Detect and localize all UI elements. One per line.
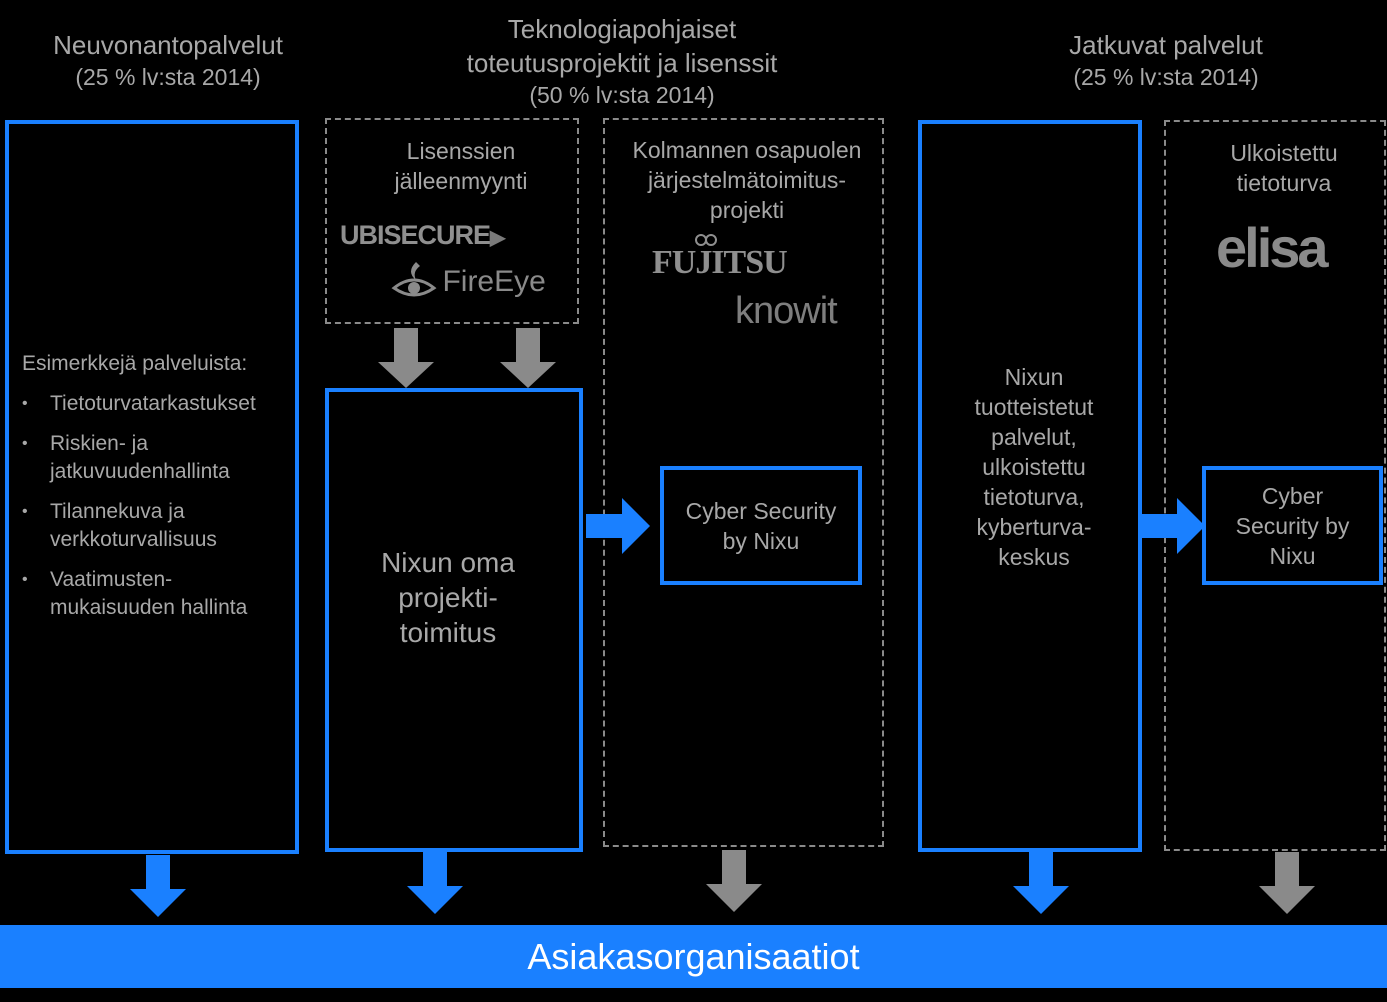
- license-resale-box: [325, 118, 579, 324]
- own-project-delivery-label: Nixun oma projekti- toimitus: [381, 547, 515, 648]
- arrow-right-icon: [1141, 498, 1205, 554]
- list-item: •Tietoturvatarkastukset: [22, 392, 256, 415]
- header-tech-title-line2: toteutusprojektit ja lisenssit: [466, 48, 778, 78]
- productized-services-label: Nixun tuotteistetut palvelut, ulkoistett…: [974, 364, 1094, 570]
- header-advisory-subtitle: (25 % lv:sta 2014): [75, 64, 261, 90]
- arrow-down-icon: [1013, 852, 1069, 914]
- ubisecure-logo: UBISECURE▶: [340, 220, 505, 250]
- cyber-security-by-nixu-box-2: [1202, 466, 1383, 585]
- fireeye-eye-icon: [391, 262, 437, 297]
- header-tech: Teknologiapohjaiset toteutusprojektit ja…: [400, 12, 844, 110]
- header-advisory: Neuvonantopalvelut (25 % lv:sta 2014): [20, 28, 316, 92]
- arrow-right-icon: [586, 498, 650, 554]
- header-tech-subtitle: (50 % lv:sta 2014): [529, 82, 715, 108]
- fujitsu-logo: FUJITSU: [652, 244, 788, 281]
- fireeye-logo: FireEye: [390, 258, 546, 306]
- own-project-delivery-box: [325, 388, 583, 852]
- arrow-down-icon: [1259, 852, 1315, 914]
- header-advisory-title: Neuvonantopalvelut: [53, 30, 283, 60]
- header-tech-title-line1: Teknologiapohjaiset: [507, 14, 737, 44]
- header-continuous-title: Jatkuvat palvelut: [1069, 30, 1263, 60]
- arrow-down-icon: [706, 850, 762, 912]
- outsourced-security-label: Ulkoistettu tietoturva: [1230, 140, 1338, 196]
- productized-services-box: [918, 120, 1142, 852]
- advisory-services-box: [5, 120, 299, 854]
- knowit-logo: knowit: [735, 290, 838, 332]
- license-resale-label: Lisenssien jälleenmyynti: [394, 138, 528, 194]
- header-continuous: Jatkuvat palvelut (25 % lv:sta 2014): [1000, 28, 1332, 92]
- outsourced-security-box: [1164, 120, 1386, 851]
- arrow-down-icon: [500, 328, 556, 388]
- arrow-down-icon: [407, 852, 463, 914]
- arrow-down-icon: [130, 855, 186, 917]
- customer-organizations-label: Asiakasorganisaatiot: [527, 936, 860, 977]
- customer-organizations-bar: Asiakasorganisaatiot: [0, 925, 1387, 988]
- list-item: •Vaatimusten-mukaisuuden hallinta: [22, 568, 248, 619]
- cyber-security-by-nixu-box-1: [660, 466, 862, 585]
- third-party-delivery-box: [603, 118, 884, 847]
- arrow-down-icon: [378, 328, 434, 388]
- advisory-examples-heading: Esimerkkejä palveluista:: [22, 352, 248, 375]
- cyber-security-by-nixu-label-2: Cyber Security by Nixu: [1235, 483, 1350, 569]
- header-continuous-subtitle: (25 % lv:sta 2014): [1073, 64, 1259, 90]
- advisory-examples: Esimerkkejä palveluista: •Tietoturvatark…: [22, 350, 292, 622]
- fujitsu-infinity-icon: [695, 234, 717, 246]
- cyber-security-by-nixu-label-1: Cyber Security by Nixu: [685, 498, 837, 554]
- third-party-delivery-label: Kolmannen osapuolen järjestelmätoimitus-…: [632, 137, 862, 223]
- elisa-logo: elisa: [1216, 216, 1329, 279]
